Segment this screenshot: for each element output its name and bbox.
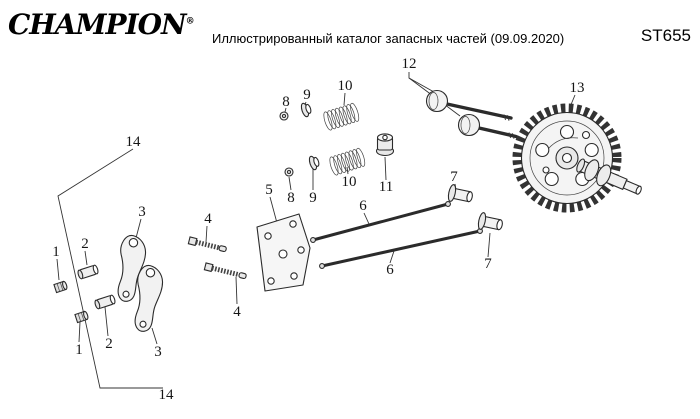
part-adjusting-screw xyxy=(187,236,227,253)
callout-label-3: 3 xyxy=(138,204,146,220)
part-guide-plate xyxy=(256,213,311,292)
callout-label-8: 8 xyxy=(282,94,290,110)
part-valve xyxy=(425,89,513,121)
model-number: ST655 xyxy=(640,26,691,45)
part-spring-retainer xyxy=(300,102,312,118)
part-adjusting-screw xyxy=(203,262,247,280)
part-push-rod xyxy=(319,228,483,269)
callout-label-10: 10 xyxy=(338,78,353,94)
part-nut xyxy=(53,280,68,294)
part-tappet xyxy=(477,212,503,231)
callout-label-8: 8 xyxy=(287,190,295,206)
callout-label-14: 14 xyxy=(126,134,142,150)
logo-text: CHAMPION xyxy=(8,8,187,41)
registered-mark-icon: ® xyxy=(185,16,195,27)
callout-label-1: 1 xyxy=(52,244,60,260)
callout-label-13: 13 xyxy=(570,80,585,96)
callout-label-9: 9 xyxy=(303,87,311,103)
part-rocker-arm xyxy=(117,234,147,302)
callout-label-9: 9 xyxy=(309,190,317,206)
part-tappet xyxy=(447,184,473,203)
part-nut xyxy=(74,310,89,324)
part-valve-spring xyxy=(323,102,360,131)
part-valve-spring xyxy=(329,147,366,176)
part-valve-seal xyxy=(375,133,395,157)
part-spring-retainer xyxy=(308,155,320,171)
callout-label-10: 10 xyxy=(342,174,357,190)
callout-label-12: 12 xyxy=(402,56,417,72)
callout-label-7: 7 xyxy=(450,169,458,185)
part-rocker-pivot xyxy=(77,264,99,280)
part-camshaft xyxy=(512,103,642,213)
callout-label-3: 3 xyxy=(154,344,162,360)
callout-label-5: 5 xyxy=(265,182,273,198)
callout-label-4: 4 xyxy=(204,211,212,227)
part-push-rod xyxy=(310,201,451,243)
assembly-bracket-lines xyxy=(57,148,163,389)
callout-label-6: 6 xyxy=(386,262,394,278)
callout-label-11: 11 xyxy=(379,179,393,195)
part-valve xyxy=(457,113,518,139)
callout-label-2: 2 xyxy=(105,336,113,352)
part-valve-keeper xyxy=(279,111,294,177)
callout-label-6: 6 xyxy=(359,198,367,214)
callout-label-14: 14 xyxy=(159,387,175,403)
part-rocker-arm xyxy=(134,264,164,332)
leader-lines xyxy=(56,72,576,345)
callout-label-1: 1 xyxy=(75,342,83,358)
callout-label-4: 4 xyxy=(233,304,241,320)
champion-logo: CHAMPION® xyxy=(8,8,195,41)
catalog-title: Иллюстрированный каталог запасных частей… xyxy=(212,31,565,46)
part-rocker-pivot xyxy=(94,294,116,310)
callout-label-7: 7 xyxy=(484,256,492,272)
callout-label-2: 2 xyxy=(81,236,89,252)
